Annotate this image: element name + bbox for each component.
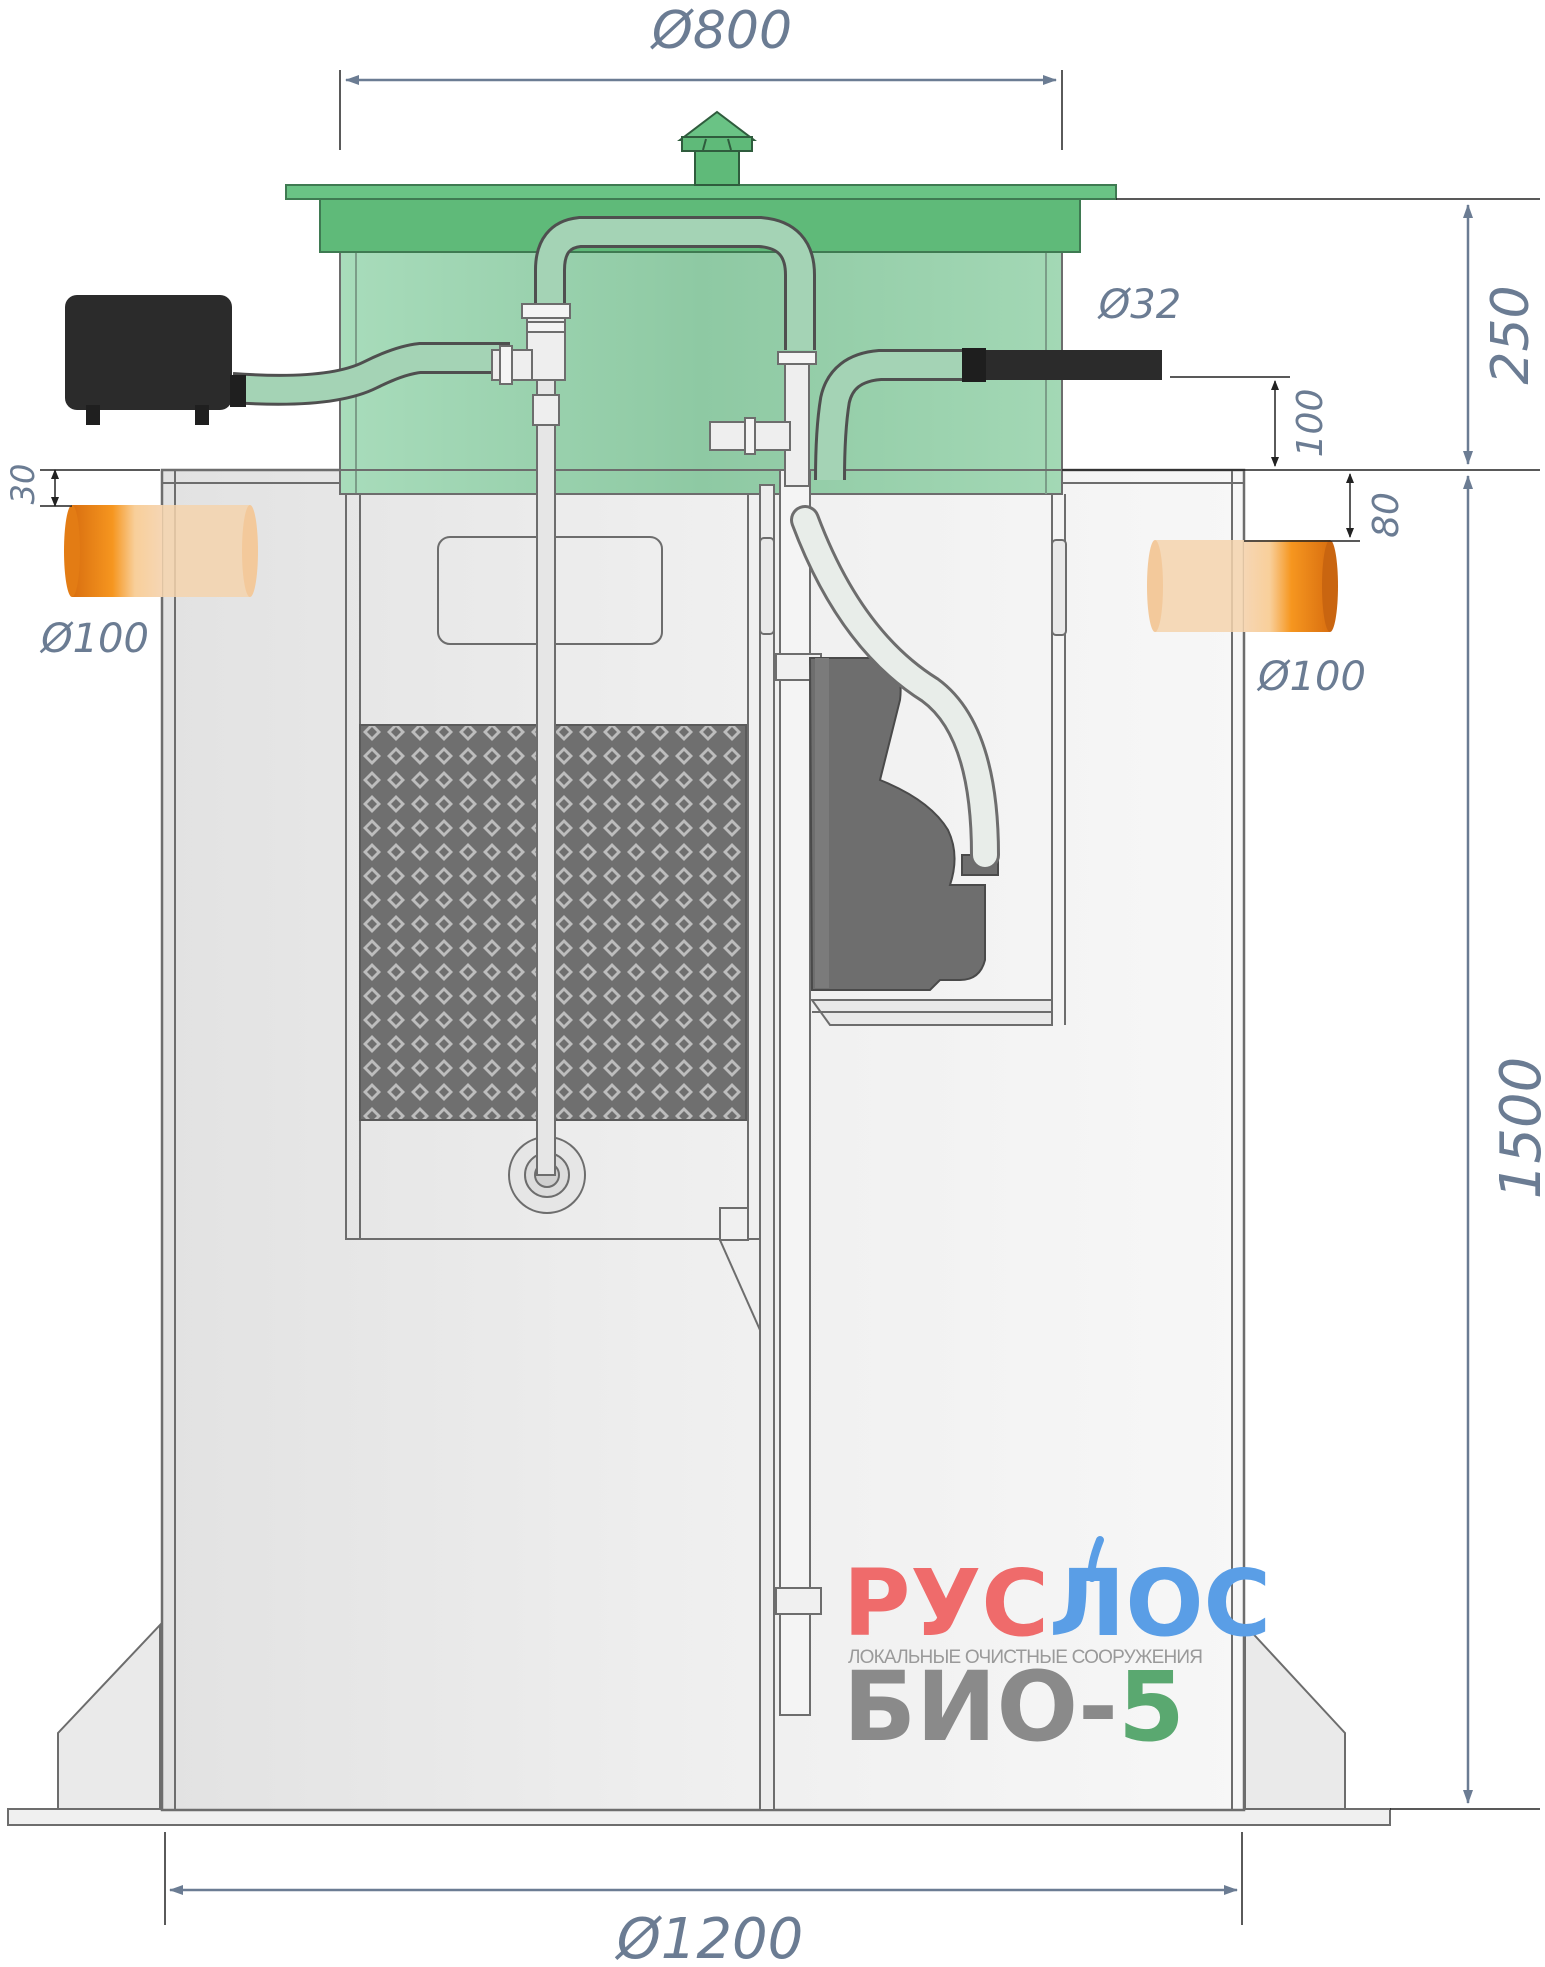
inlet-pipe-left (64, 505, 258, 597)
dim-left-pipe-offset: 30 (4, 464, 42, 505)
dim-right-pipe-offset: 80 (1366, 492, 1407, 538)
pump-chamber (810, 494, 1067, 1026)
outlet-pipe-right (1147, 540, 1338, 632)
logo-model-part2: 5 (1118, 1651, 1185, 1763)
logo-tagline: ЛОКАЛЬНЫЕ ОЧИСТНЫЕ СООРУЖЕНИЯ (848, 1647, 1203, 1668)
dim-body-height: 1500 (1489, 1057, 1545, 1200)
pump-hose (790, 505, 1000, 870)
rusloc-logo: РУСЛОС ЛОКАЛЬНЫЕ ОЧИСТНЫЕ СООРУЖЕНИЯ БИО… (843, 1536, 1271, 1763)
dim-outlet-offset: 100 (1290, 389, 1331, 458)
air-hoses (230, 216, 970, 481)
dim-bottom-width: Ø1200 (615, 1907, 804, 1967)
water-drop-icon (1087, 1536, 1104, 1582)
svg-text:БИО-5: БИО-5 (843, 1651, 1185, 1763)
dim-hose-diameter: Ø32 (1097, 282, 1181, 328)
logo-model-part1: БИО- (843, 1651, 1118, 1763)
svg-text:РУСЛОС: РУСЛОС (843, 1550, 1271, 1657)
dim-neck-height: 250 (1481, 285, 1541, 384)
outlet-tee (709, 351, 817, 487)
tank-base (7, 1622, 1391, 1826)
logo-brand-part2: Л (1049, 1550, 1125, 1657)
air-compressor (65, 295, 246, 425)
dim-top-width: Ø800 (650, 1, 792, 61)
dim-left-pipe-diameter: Ø100 (39, 616, 149, 662)
outlet-nozzle (962, 348, 1162, 382)
air-riser (491, 303, 571, 1176)
logo-brand-part3: О (1125, 1550, 1203, 1657)
left-support-rib (57, 1622, 161, 1810)
dimension-lines (40, 70, 1540, 1925)
vent-cap (677, 110, 757, 186)
logo-brand-part1: РУС (843, 1550, 1049, 1657)
tank-body (160, 468, 1246, 1812)
logo-brand-part4: С (1204, 1550, 1272, 1657)
dim-right-pipe-diameter: Ø100 (1256, 654, 1366, 700)
